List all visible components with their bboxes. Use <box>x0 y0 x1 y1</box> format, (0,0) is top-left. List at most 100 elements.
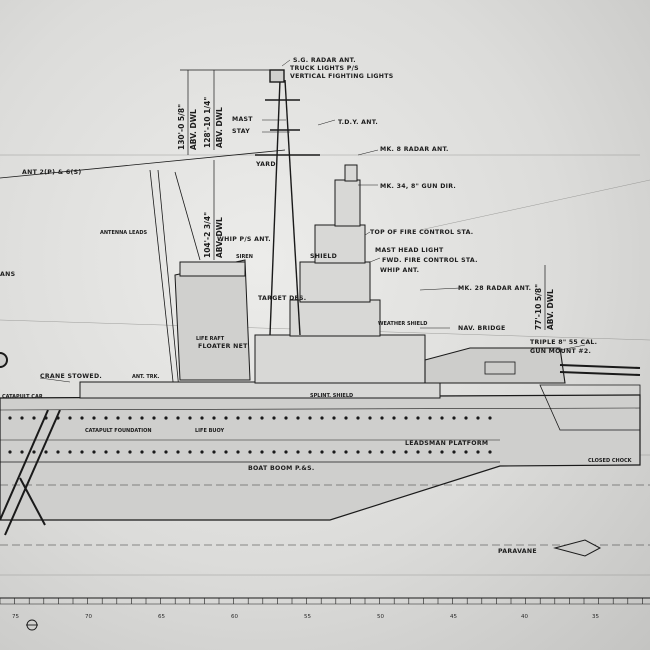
callout-labels: S.G. RADAR ANT. TRUCK LIGHTS P/S VERTICA… <box>0 57 633 555</box>
frame-label-60: 60 <box>231 614 238 620</box>
porthole <box>476 450 480 454</box>
porthole <box>176 416 180 420</box>
compass-symbol <box>26 619 38 631</box>
paravane <box>553 539 602 557</box>
label-whip-ant: WHIP ANT. <box>380 267 419 274</box>
porthole <box>452 416 456 420</box>
dimension-lines <box>180 69 546 330</box>
porthole <box>200 450 204 454</box>
dim-104: 104'-2 3/4" <box>203 212 212 258</box>
porthole <box>332 450 336 454</box>
porthole <box>128 416 132 420</box>
porthole <box>356 450 360 454</box>
dim-77-abv: ABV. DWL <box>546 289 555 330</box>
label-fire-control-top: TOP OF FIRE CONTROL STA. <box>370 229 473 236</box>
superstructure <box>79 164 441 399</box>
porthole <box>152 450 156 454</box>
porthole <box>320 450 324 454</box>
label-tdy-ant: T.D.Y. ANT. <box>338 119 378 126</box>
frame-label-75: 75 <box>12 614 19 620</box>
porthole <box>140 416 144 420</box>
aircraft-crane <box>0 352 61 536</box>
frame-label-35: 35 <box>592 614 599 620</box>
porthole <box>260 450 264 454</box>
porthole <box>236 416 240 420</box>
porthole <box>44 450 48 454</box>
label-mk8-radar: MK. 8 RADAR ANT. <box>380 146 449 153</box>
porthole <box>212 416 216 420</box>
label-stay: STAY <box>232 128 250 135</box>
dimension-labels: 130'-0 5/8" ABV. DWL 128'-10 1/4" ABV. D… <box>177 97 555 330</box>
dim-77: 77'-10 5/8" <box>534 284 543 330</box>
porthole <box>404 450 408 454</box>
dim-128-abv: ABV. DWL <box>215 107 224 148</box>
porthole <box>20 416 24 420</box>
porthole <box>128 450 132 454</box>
porthole <box>68 450 72 454</box>
frame-label-55: 55 <box>304 614 311 620</box>
hull <box>0 394 650 546</box>
callout-leaders <box>39 59 586 383</box>
porthole <box>320 416 324 420</box>
porthole <box>176 450 180 454</box>
porthole <box>32 450 36 454</box>
porthole <box>368 450 372 454</box>
label-catapult-foundation: CATAPULT FOUNDATION <box>85 428 152 434</box>
porthole <box>80 450 84 454</box>
label-floater-net: FLOATER NET <box>198 343 248 350</box>
label-masthead-light: MAST HEAD LIGHT <box>375 247 444 254</box>
porthole <box>272 450 276 454</box>
frame-ticks <box>0 598 643 604</box>
label-ant-2: ANT 2(P) & 6(S) <box>22 169 81 176</box>
porthole <box>188 450 192 454</box>
porthole <box>32 416 36 420</box>
frame-label-50: 50 <box>377 614 384 620</box>
porthole <box>104 416 108 420</box>
porthole <box>284 416 288 420</box>
porthole <box>452 450 456 454</box>
label-boat-boom: BOAT BOOM P.&S. <box>248 465 315 472</box>
label-antenna-leads: ANTENNA LEADS <box>100 230 147 236</box>
porthole <box>92 416 96 420</box>
porthole <box>464 450 468 454</box>
tripod-mast <box>255 69 320 336</box>
label-paravane: PARAVANE <box>498 548 537 555</box>
frame-scale: 75 70 65 60 55 50 45 40 35 <box>0 597 650 631</box>
label-mast: MAST <box>232 116 253 123</box>
label-sg-radar: S.G. RADAR ANT. <box>293 57 356 64</box>
frame-label-70: 70 <box>85 614 92 620</box>
portholes <box>8 416 492 454</box>
label-gun-mount: GUN MOUNT #2. <box>530 348 591 355</box>
label-fwd-fire-control: FWD. FIRE CONTROL STA. <box>382 257 478 264</box>
antenna-wires <box>0 149 286 401</box>
label-catapult-car: CATAPULT CAR <box>2 394 43 400</box>
dim-130: 130'-0 5/8" <box>177 104 186 150</box>
porthole <box>248 416 252 420</box>
porthole <box>248 450 252 454</box>
label-truck-lights: TRUCK LIGHTS P/S <box>290 65 359 72</box>
porthole <box>236 450 240 454</box>
porthole <box>416 450 420 454</box>
porthole <box>92 450 96 454</box>
porthole <box>80 416 84 420</box>
dim-104-abv: ABV. DWL <box>215 217 224 258</box>
porthole <box>344 450 348 454</box>
porthole <box>404 416 408 420</box>
dim-128: 128'-10 1/4" <box>203 97 212 148</box>
porthole <box>56 450 60 454</box>
porthole <box>8 450 12 454</box>
frame-label-65: 65 <box>158 614 165 620</box>
porthole <box>224 450 228 454</box>
porthole <box>380 416 384 420</box>
porthole <box>104 450 108 454</box>
label-splint-shield: SPLINT. SHIELD <box>310 393 353 399</box>
label-triple-gun: TRIPLE 8" 55 CAL. <box>530 339 597 346</box>
porthole <box>392 416 396 420</box>
label-ant-trk: ANT. TRK. <box>132 374 159 380</box>
porthole <box>116 416 120 420</box>
gun-mount-2 <box>424 347 641 431</box>
porthole <box>440 450 444 454</box>
porthole <box>164 416 168 420</box>
porthole <box>296 450 300 454</box>
